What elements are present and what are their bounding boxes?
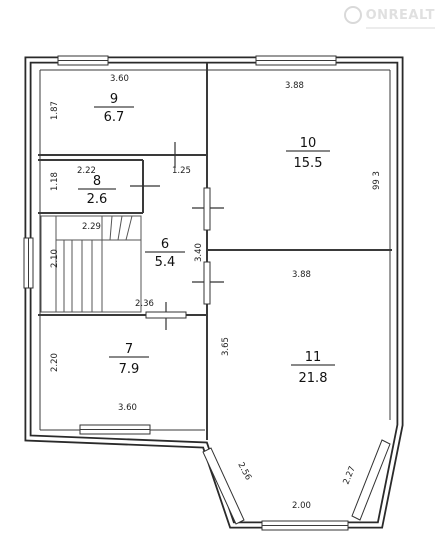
room-number: 7	[125, 342, 133, 357]
room-11-label: 11 21.8	[291, 350, 335, 386]
logo-icon	[343, 6, 362, 24]
room-8-label: 8 2.6	[78, 174, 116, 207]
windows	[23, 55, 391, 531]
dim-hall-height: 3.40	[194, 243, 204, 262]
dim-r8-width: 2.22	[77, 166, 96, 176]
dim-stair-height: 2.10	[50, 249, 60, 268]
dim-r9-width: 3.60	[110, 74, 129, 84]
room-9-label: 9 6.7	[94, 92, 134, 125]
room-6-label: 6 5.4	[145, 237, 185, 270]
dim-r10-width: 3.88	[285, 81, 304, 91]
interior-walls	[38, 63, 392, 440]
watermark: ONREALT	[343, 6, 435, 29]
room-number: 8	[93, 174, 101, 189]
room-10-label: 10 15.5	[286, 136, 330, 171]
dim-hall-width: 2.36	[135, 299, 154, 309]
room-number: 11	[305, 350, 322, 365]
door-symbols	[130, 142, 224, 330]
room-area: 6.7	[104, 110, 125, 125]
room-area: 2.6	[87, 192, 108, 207]
dim-stair-width: 2.29	[82, 222, 101, 232]
dim-r7-height: 2.20	[50, 353, 60, 372]
watermark-text: ONREALT	[365, 8, 435, 23]
dim-bay-left: 2.56	[235, 461, 253, 482]
staircase	[40, 215, 142, 313]
dim-bay-right: 2.27	[342, 465, 358, 486]
room-7-label: 7 7.9	[109, 342, 149, 377]
room-area: 21.8	[299, 371, 328, 386]
room-number: 10	[300, 136, 317, 151]
dim-r11-height: 3.65	[221, 337, 231, 356]
dim-bay-front: 2.00	[292, 501, 311, 511]
room-area: 5.4	[155, 255, 176, 270]
room-area: 15.5	[294, 156, 323, 171]
room-number: 6	[161, 237, 169, 252]
dim-hall-door: 1.25	[172, 166, 191, 176]
dim-r8-height: 1.18	[50, 172, 60, 191]
dim-r7-width: 3.60	[118, 403, 137, 413]
dim-r9-height: 1.87	[50, 101, 60, 120]
dim-r10-height: 99 3	[372, 171, 382, 190]
dimension-labels: 3.60 1.87 2.22 1.18 2.29 2.10 1.25 3.40 …	[50, 74, 382, 511]
room-area: 7.9	[119, 362, 140, 377]
room-number: 9	[110, 92, 118, 107]
dim-r11-width: 3.88	[292, 270, 311, 280]
